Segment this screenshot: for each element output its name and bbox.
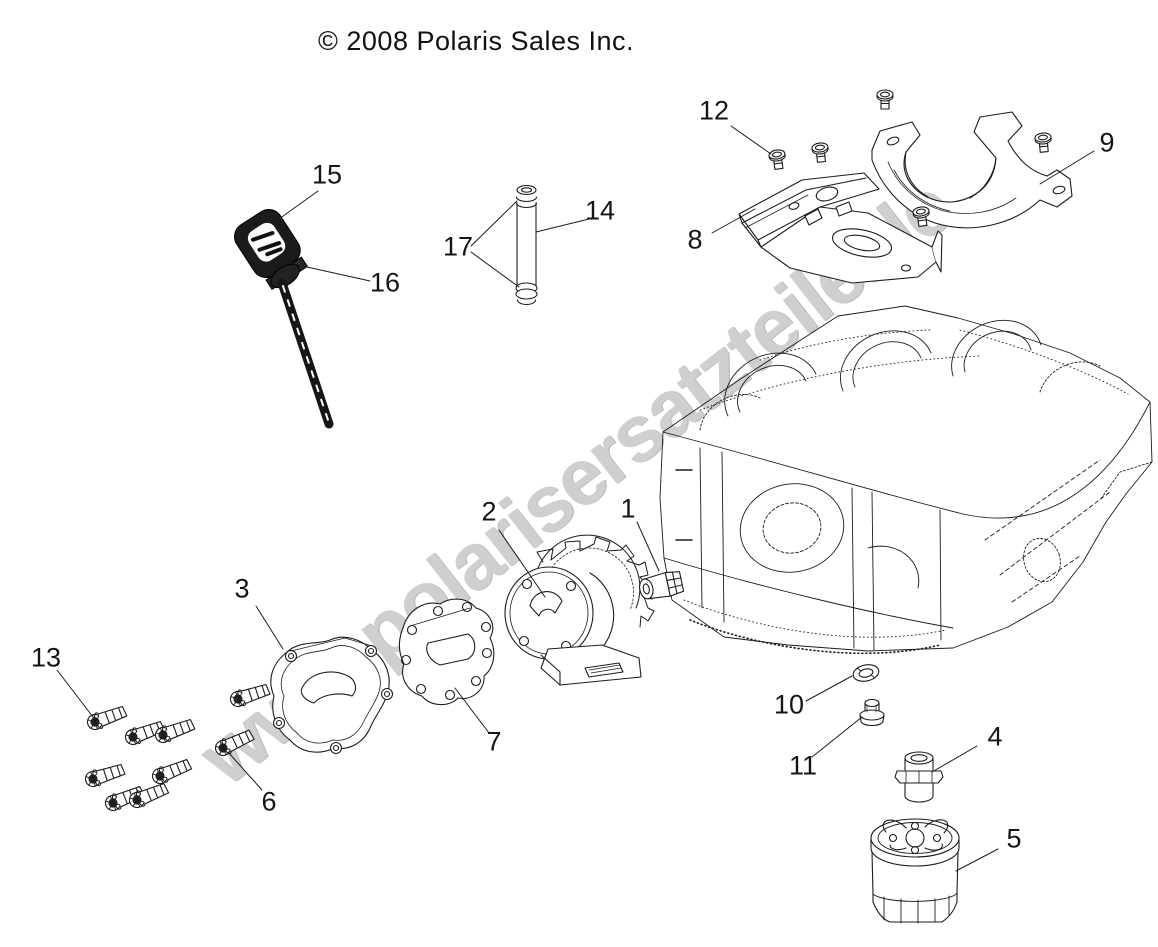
leader-lines (56, 125, 1095, 872)
pump-gasket-drawing (398, 598, 495, 706)
callout-label-7: 7 (486, 726, 502, 757)
oil-filter-drawing (870, 818, 960, 924)
callout-label-1: 1 (620, 493, 636, 524)
callout-label-15: 15 (311, 159, 343, 190)
callout-label-9: 9 (1099, 127, 1115, 158)
filter-nipple-drawing (894, 751, 944, 803)
pump-cover-drawing (270, 636, 394, 755)
callout-label-10: 10 (773, 689, 805, 720)
callout-label-6: 6 (261, 786, 277, 817)
callout-label-17: 17 (442, 231, 474, 262)
crankcase-drawing (659, 305, 1153, 655)
callout-label-5: 5 (1006, 823, 1022, 854)
washer-drawing (852, 664, 880, 682)
oil-pump-drawing (504, 534, 655, 686)
callout-label-11: 11 (788, 750, 818, 781)
copyright-text: © 2008 Polaris Sales Inc. (318, 26, 635, 56)
callout-label-3: 3 (234, 573, 250, 604)
callout-label-12: 12 (698, 95, 730, 126)
callout-label-13: 13 (30, 642, 62, 673)
oil-fitting-drawing (639, 571, 685, 600)
heat-shield-drawing (871, 111, 1073, 229)
dipstick-drawing (234, 208, 334, 429)
callout-label-2: 2 (481, 496, 497, 527)
callout-label-4: 4 (987, 721, 1003, 752)
callout-label-14: 14 (584, 195, 616, 226)
drain-plug-drawing (859, 698, 885, 727)
mount-bracket-drawing (738, 172, 943, 284)
oil-tube-drawing (515, 184, 538, 306)
callout-label-8: 8 (687, 224, 703, 255)
callout-label-16: 16 (369, 267, 401, 298)
bolts-drawing (82, 680, 272, 814)
